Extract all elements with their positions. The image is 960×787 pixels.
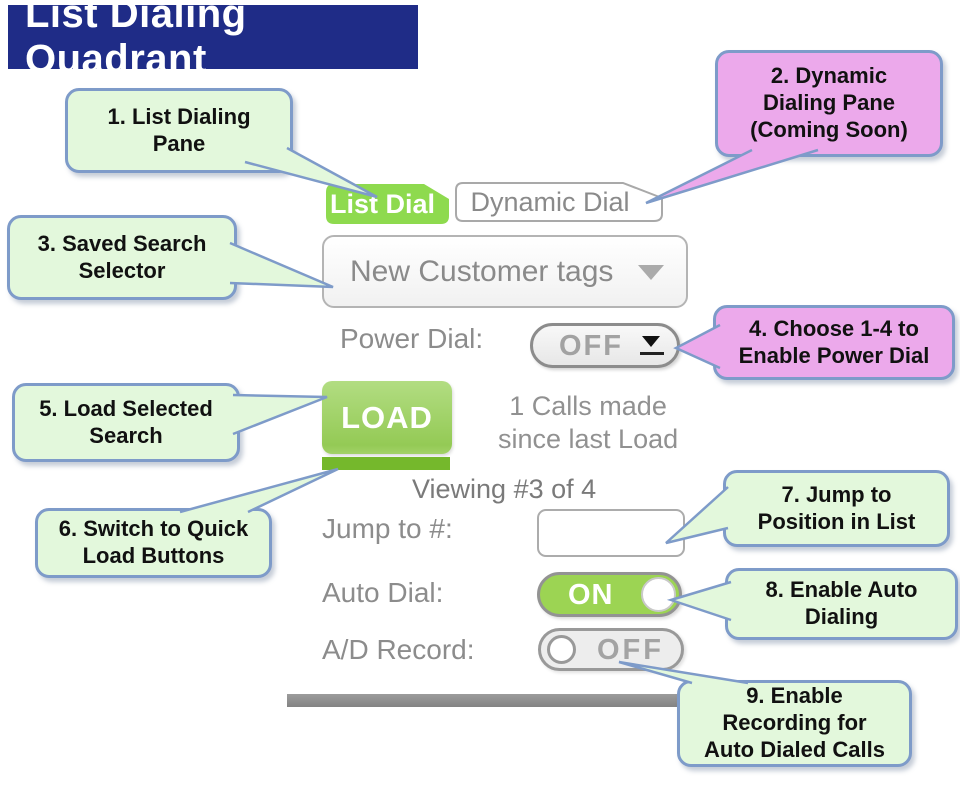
power-dial-value: OFF (559, 330, 623, 362)
tail-callout-5 (232, 393, 328, 436)
auto-dial-toggle[interactable]: ON (537, 572, 682, 617)
callout-5-load-selected-search: 5. Load Selected Search (12, 383, 240, 462)
tail-callout-3 (229, 241, 334, 289)
power-dial-dropdown[interactable]: OFF (530, 323, 680, 368)
jump-to-label: Jump to #: (322, 513, 453, 544)
tab-dynamic-dial-label: Dynamic Dial (470, 186, 630, 217)
tail-callout-6 (179, 467, 339, 514)
dropdown-arrow-icon (642, 336, 660, 347)
callout-6-quick-load-buttons: 6. Switch to Quick Load Buttons (35, 508, 272, 578)
power-dial-label: Power Dial: (340, 323, 484, 354)
viewing-position-status: Viewing #3 of 4 (412, 474, 597, 504)
page-title-text: List Dialing Quadrant (25, 0, 247, 81)
tab-dynamic-dial[interactable]: Dynamic Dial (455, 182, 663, 222)
callout-4-enable-power-dial: 4. Choose 1-4 to Enable Power Dial (713, 305, 955, 380)
load-button-label: LOAD (341, 399, 433, 435)
quick-load-switch-bar[interactable] (322, 457, 450, 470)
ad-record-label: A/D Record: (322, 634, 475, 665)
callout-3-saved-search-selector: 3. Saved Search Selector (7, 215, 237, 300)
dropdown-arrow-underline (640, 352, 664, 355)
tab-dynamic-dial-shape (455, 182, 663, 222)
tab-list-dial[interactable]: List Dial (325, 183, 450, 225)
calls-made-status: 1 Calls made since last Load (498, 391, 679, 454)
page-title: List Dialing Quadrant (8, 0, 418, 81)
ad-record-toggle-value: OFF (597, 634, 664, 666)
saved-search-selector[interactable]: New Customer tags (322, 235, 688, 308)
saved-search-value: New Customer tags (350, 254, 614, 288)
callout-8-enable-auto-dialing: 8. Enable Auto Dialing (725, 568, 958, 640)
ad-record-toggle-knob (547, 635, 576, 664)
tab-list-dial-label: List Dial (329, 188, 436, 219)
jump-to-input[interactable] (537, 509, 685, 557)
auto-dial-toggle-value: ON (568, 579, 614, 611)
callout-9-enable-recording: 9. Enable Recording for Auto Dialed Call… (677, 680, 912, 767)
tail-callout-2 (645, 148, 819, 205)
auto-dial-toggle-knob (641, 577, 676, 612)
ad-record-toggle[interactable]: OFF (538, 628, 684, 671)
chevron-down-icon (638, 265, 664, 280)
callout-7-jump-to-position: 7. Jump to Position in List (723, 470, 950, 547)
load-button[interactable]: LOAD (322, 381, 452, 454)
auto-dial-label: Auto Dial: (322, 577, 444, 608)
callout-2-dynamic-dialing-pane: 2. Dynamic Dialing Pane (Coming Soon) (715, 50, 943, 157)
callout-1-list-dialing-pane: 1. List Dialing Pane (65, 88, 293, 173)
